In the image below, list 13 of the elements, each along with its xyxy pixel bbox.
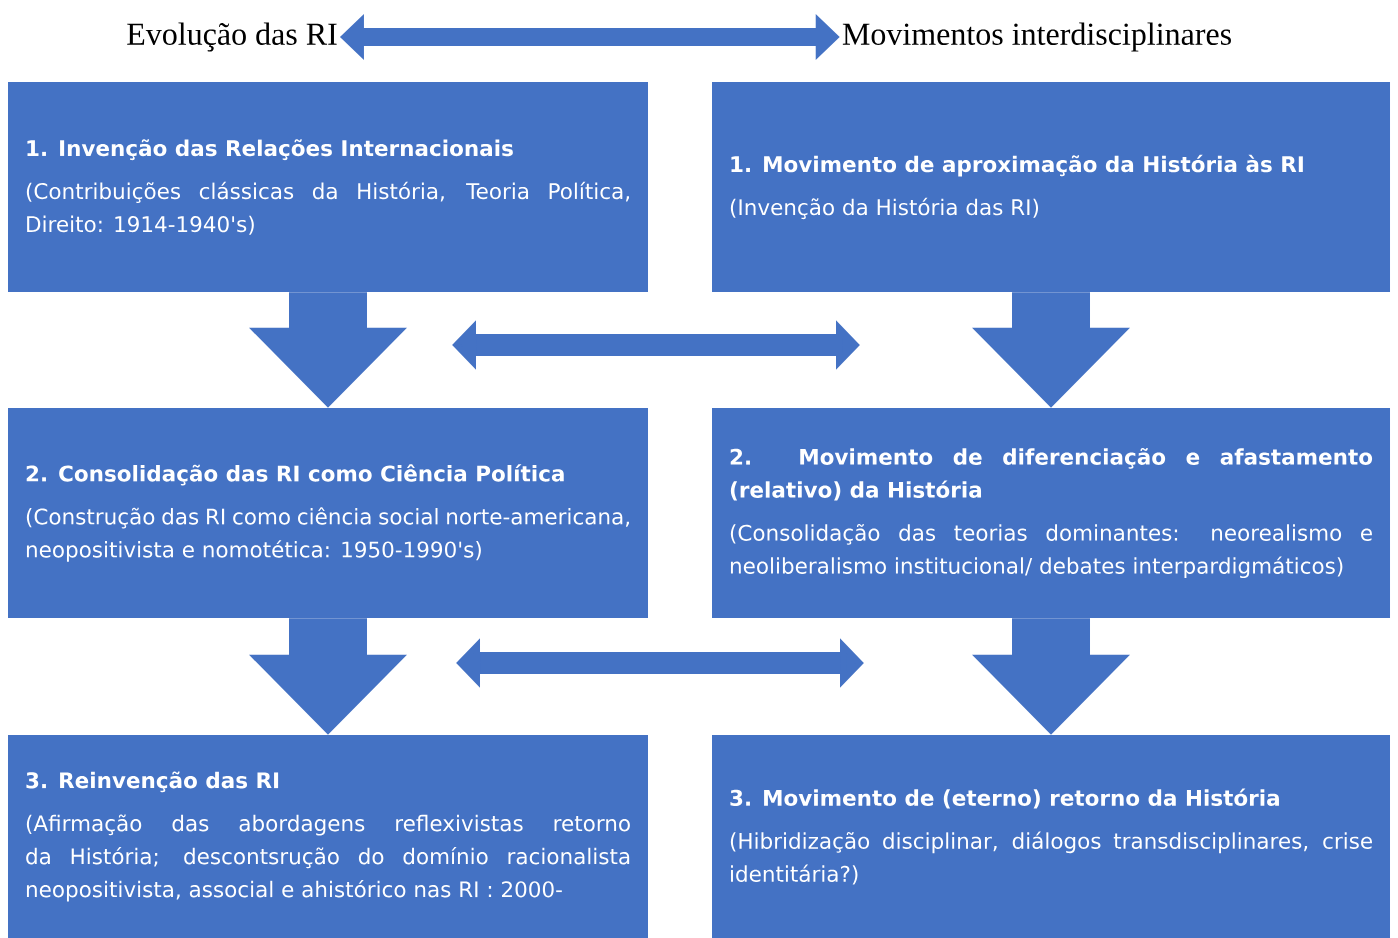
block-arrow	[249, 292, 407, 408]
process-box: 3. Reinvenção das RI (Afirmação das abordagens reflexivistas retorno da História; descontsrução do domínio racionalista neopositivista, associal e ahistórico nas RI : 2000-	[8, 735, 648, 938]
process-box: 1. Invenção das Relações Internacionais (Contribuições clássicas da História, Teoria Política, Direito: 1914-1940's)	[8, 82, 648, 292]
process-box: 1. Movimento de aproximação da História às RI (Invenção da História das RI)	[712, 82, 1390, 292]
title-text: Movimentos interdisciplinares	[842, 22, 1231, 52]
block-arrow	[249, 618, 407, 735]
block-arrow	[972, 618, 1130, 735]
block-arrow	[972, 292, 1130, 408]
process-box: 2. Movimento de diferenciação e afastamento (relativo) da História (Consolidação das teorias dominantes: neorealismo e neoliberalismo institucional/ debates interpardigmáticos)	[712, 408, 1390, 618]
process-box: 3. Movimento de (eterno) retorno da História (Hibridização disciplinar, diálogos transdisciplinares, crise identitária?)	[712, 735, 1390, 938]
title-text: Evolução das RI	[127, 22, 337, 52]
double-arrow	[339, 14, 840, 60]
process-box: 2. Consolidação das RI como Ciência Política (Construção das RI como ciência social norte-americana, neopositivista e nomotética: 1950-1990's)	[8, 408, 648, 618]
